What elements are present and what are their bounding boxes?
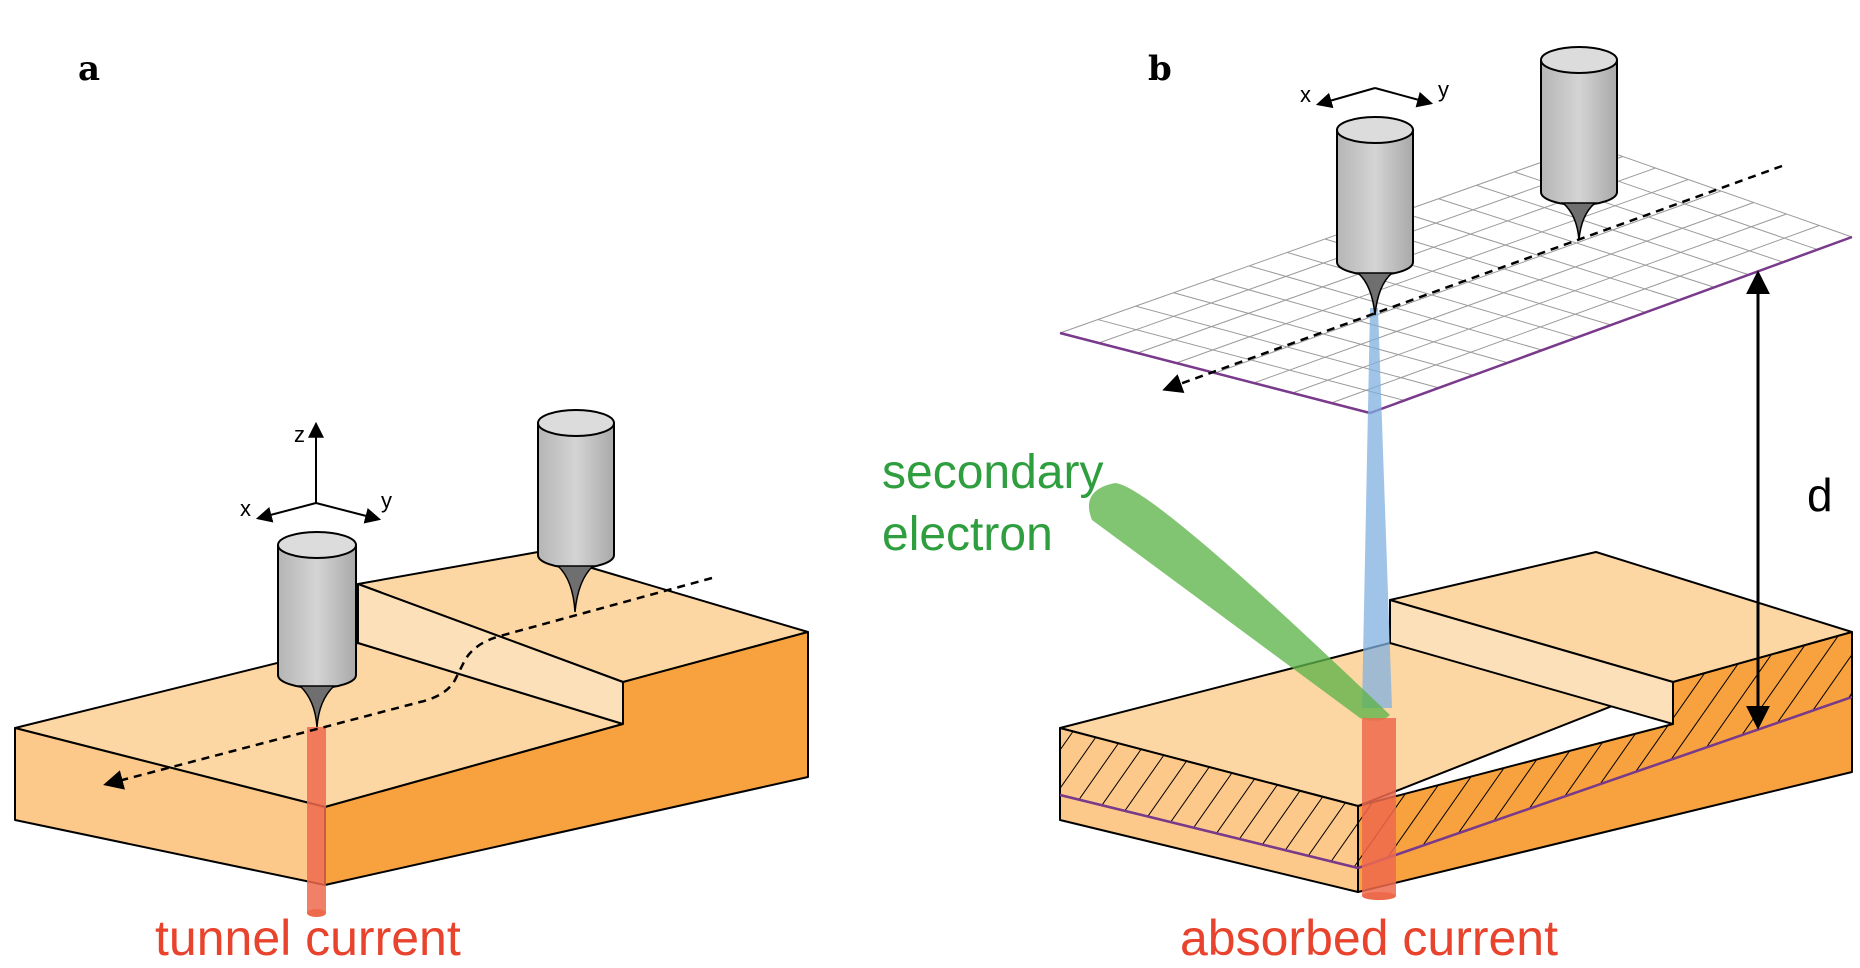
panel-b: b [882, 46, 1853, 966]
panel-a-sample [14, 551, 809, 886]
grid-line [1059, 144, 1591, 334]
primary-beam [1362, 308, 1392, 708]
tip-icon [1336, 116, 1414, 316]
grid-line [1176, 179, 1689, 364]
axis-y-label: y [381, 488, 392, 513]
axis-x-label-b: x [1300, 82, 1311, 107]
tip-icon [277, 531, 357, 728]
secondary-label-line1: secondary [882, 446, 1103, 499]
tip-icon [537, 409, 615, 613]
grid-line [1331, 225, 1820, 404]
axis-z-label: z [294, 422, 305, 447]
axis-y-label-b: y [1438, 77, 1449, 102]
grid-line [1253, 202, 1754, 384]
tunnel-current-column [307, 727, 326, 913]
absorbed-current-caption: absorbed current [1180, 910, 1558, 966]
axis-x-label: x [240, 496, 251, 521]
scan-grid [1059, 144, 1853, 415]
panel-b-letter: b [1148, 49, 1172, 89]
absorbed-current-cap [1362, 892, 1396, 900]
distance-label: d [1807, 469, 1833, 521]
tunnel-current-cap [307, 909, 326, 917]
grid-line [1214, 190, 1722, 374]
panel-a: a [14, 49, 809, 966]
panel-a-letter: a [78, 49, 100, 89]
scan-path-arrow-icon [1162, 164, 1783, 393]
tip-icon [1540, 46, 1618, 241]
scan-path-arrow-icon [103, 576, 713, 790]
absorbed-current-column [1362, 718, 1396, 896]
axes-icon [255, 421, 382, 524]
secondary-label-line2: electron [882, 508, 1053, 561]
secondary-electron-cone [1088, 483, 1390, 721]
axes-icon [1315, 87, 1434, 109]
tunnel-current-caption: tunnel current [155, 910, 461, 966]
panel-b-sample [1059, 551, 1853, 893]
